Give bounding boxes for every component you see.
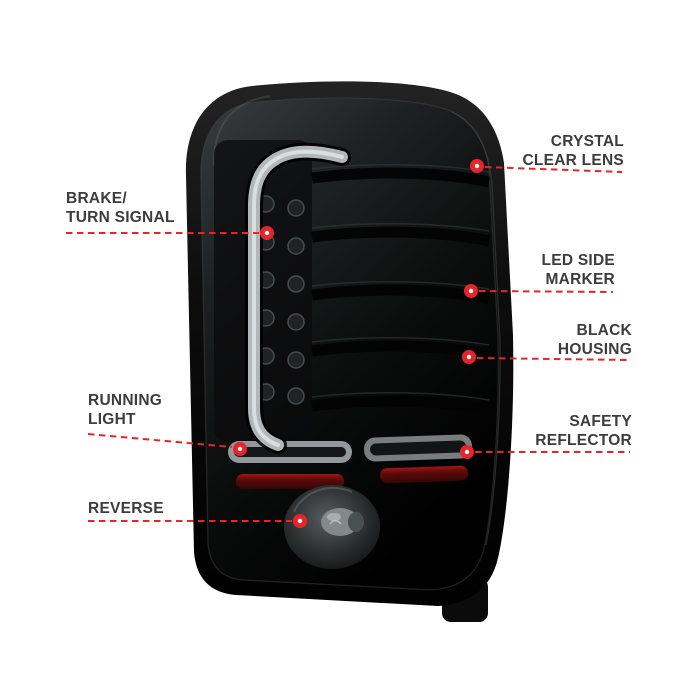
lens-right-seam [451, 111, 501, 546]
callout-label-safety-reflector: SAFETY REFLECTOR [535, 412, 632, 450]
reflector-strip-right [380, 465, 469, 484]
callout-label-line: BRAKE/ [66, 190, 127, 207]
callout-line-brake-turn-signal [66, 226, 274, 240]
callout-line-crystal-clear-lens [470, 159, 623, 173]
callout-label-line: RUNNING [88, 392, 163, 409]
callout-label-brake-turn-signal: BRAKE/ TURN SIGNAL [66, 189, 175, 227]
callout-label-line: REVERSE [88, 500, 164, 517]
reflector-strip-left [236, 474, 344, 489]
callout-label-line: SAFETY [569, 413, 632, 430]
callout-label-led-side-marker: LED SIDE MARKER [542, 251, 615, 289]
lens-seam [200, 97, 499, 591]
callout-label-line: MARKER [545, 271, 615, 288]
side-marker-bar [363, 434, 473, 462]
callout-label-line: REFLECTOR [535, 432, 632, 449]
callout-label-reverse: REVERSE [88, 499, 164, 518]
callout-label-line: LIGHT [88, 411, 136, 428]
callout-line-running-light [87, 433, 247, 456]
callout-line-black-housing [462, 350, 631, 364]
callout-label-line: LED SIDE [541, 252, 615, 269]
reflector-strips [236, 465, 469, 489]
led-light-bar-tube [245, 142, 351, 454]
callout-line-reverse [88, 514, 307, 528]
callout-lines [66, 159, 631, 528]
taillight-assembly [185, 81, 514, 622]
running-light-bar [228, 441, 352, 463]
callout-label-line: TURN SIGNAL [66, 209, 175, 226]
callout-label-line: CLEAR LENS [522, 152, 624, 169]
callout-label-line: BLACK [576, 322, 632, 339]
callout-label-black-housing: BLACK HOUSING [558, 321, 632, 359]
callout-label-line: HOUSING [557, 341, 632, 358]
callout-label-line: CRYSTAL [550, 133, 624, 150]
callout-line-led-side-marker [464, 284, 614, 298]
callout-line-safety-reflector [460, 445, 630, 459]
reverse-light [284, 485, 380, 569]
callout-label-crystal-clear-lens: CRYSTAL CLEAR LENS [522, 132, 624, 170]
callout-label-running-light: RUNNING LIGHT [88, 391, 162, 429]
